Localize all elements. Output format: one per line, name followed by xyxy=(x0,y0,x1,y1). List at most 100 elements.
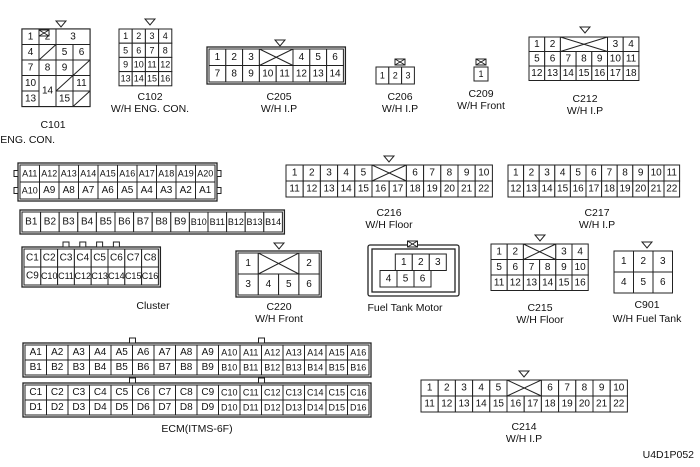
pin-cell xyxy=(571,274,589,291)
pin-label: 2 xyxy=(309,168,315,179)
connector-caption: W/H Front xyxy=(457,100,505,112)
pin-label: 1 xyxy=(215,52,221,63)
pin-label: C12 xyxy=(264,388,281,398)
connector-caption: Cluster xyxy=(136,300,170,312)
key-cross-line xyxy=(475,58,487,66)
pin-label: C3 xyxy=(60,253,73,264)
pin-label: C15 xyxy=(328,388,345,398)
pin-label: 1 xyxy=(427,383,433,394)
pin-label: C9 xyxy=(201,387,214,398)
pin-label: 5 xyxy=(62,47,68,58)
connector-caption: W/H Fuel Tank xyxy=(613,313,682,325)
pin-label: 6 xyxy=(79,47,85,58)
pin-cell xyxy=(474,180,493,198)
pin-label: 13 xyxy=(526,184,538,195)
pin-label: D9 xyxy=(201,402,214,413)
pin-label: D5 xyxy=(115,402,128,413)
key-triangle-icon xyxy=(517,370,531,378)
pin-label: 16 xyxy=(510,399,522,410)
key-cross-line xyxy=(259,48,294,66)
pin-label: 1 xyxy=(621,256,627,267)
pin-label: A17 xyxy=(139,169,155,179)
pin-label: 10 xyxy=(478,168,490,179)
connector-caption: C212 xyxy=(572,93,597,105)
pin-label: 7 xyxy=(149,45,154,55)
pin-label: A15 xyxy=(329,348,345,358)
pin-label: D14 xyxy=(307,403,324,413)
connector-frame xyxy=(19,209,286,235)
pin-label: C1 xyxy=(29,387,42,398)
pin-label: 16 xyxy=(575,277,587,288)
pin-label: 1 xyxy=(292,168,298,179)
pin-label: A8 xyxy=(63,185,76,196)
pin-cell xyxy=(195,181,216,200)
pin-label: C14 xyxy=(108,271,125,281)
connector-frame xyxy=(235,250,322,298)
key-cross-line xyxy=(523,243,557,260)
connector-caption: C215 xyxy=(527,302,552,314)
key-cross-line xyxy=(506,379,542,397)
pin-cell xyxy=(428,253,447,271)
pin-label: B14 xyxy=(265,217,281,227)
pin-label: 6 xyxy=(547,383,553,394)
connector-caption: W/H I.P xyxy=(506,433,542,445)
pin-label: A10 xyxy=(22,186,38,196)
pin-label: C16 xyxy=(142,271,159,281)
pin-label: 7 xyxy=(529,262,535,273)
pin-label: 5 xyxy=(496,262,502,273)
connector-caption: W/H I.P xyxy=(261,103,297,115)
pin-label: 8 xyxy=(545,262,551,273)
pin-label: B3 xyxy=(62,217,75,228)
connector-frame xyxy=(17,162,218,202)
key-cross-line xyxy=(38,29,50,37)
pin-cell xyxy=(622,65,640,81)
pin-label: 2 xyxy=(306,258,312,269)
pin-label: 16 xyxy=(375,184,387,195)
pin-label: B2 xyxy=(44,217,57,228)
key-cross-line xyxy=(258,252,300,275)
pin-label: 9 xyxy=(62,62,68,73)
pin-label: 13 xyxy=(458,399,470,410)
pin-label: 4 xyxy=(577,246,583,257)
pin-label: 14 xyxy=(542,277,554,288)
pin-label: 8 xyxy=(163,45,168,55)
pin-label: 15 xyxy=(59,93,71,104)
pin-cell xyxy=(347,359,370,376)
pin-label: 15 xyxy=(578,68,590,79)
pin-label: C11 xyxy=(243,388,259,398)
pin-label: 1 xyxy=(496,246,502,257)
pin-cell xyxy=(473,66,489,82)
pin-label: 11 xyxy=(626,53,637,64)
pin-label: 2 xyxy=(513,246,519,257)
pin-label: B4 xyxy=(94,362,107,373)
pin-label: 3 xyxy=(70,31,76,42)
pin-cell xyxy=(141,266,159,286)
pin-label: A12 xyxy=(264,348,280,358)
connector-frame xyxy=(22,382,372,418)
pin-label: 9 xyxy=(464,168,470,179)
pin-label: B13 xyxy=(246,217,262,227)
pin-label: 10 xyxy=(610,53,622,64)
pin-label: 15 xyxy=(147,74,157,84)
connector-caption: W/H Floor xyxy=(365,219,413,231)
pin-label: 8 xyxy=(45,62,51,73)
pin-label: 14 xyxy=(134,74,144,84)
pin-label: B16 xyxy=(350,363,366,373)
pin-label: B7 xyxy=(159,362,172,373)
pin-label: A13 xyxy=(286,348,302,358)
pin-label: 6 xyxy=(513,262,519,273)
pin-label: 8 xyxy=(622,168,628,179)
pin-label: A4 xyxy=(141,185,154,196)
pin-label: 9 xyxy=(599,383,605,394)
pin-label: C4 xyxy=(76,253,89,264)
pin-label: B15 xyxy=(329,363,345,373)
pin-label: C2 xyxy=(43,253,56,264)
pin-label: D2 xyxy=(51,402,64,413)
pin-label: 13 xyxy=(547,68,559,79)
blank-pin-mark xyxy=(72,59,91,76)
connector-caption: C101 xyxy=(40,119,65,131)
pin-label: A15 xyxy=(100,169,116,179)
pin-label: 2 xyxy=(393,71,398,81)
